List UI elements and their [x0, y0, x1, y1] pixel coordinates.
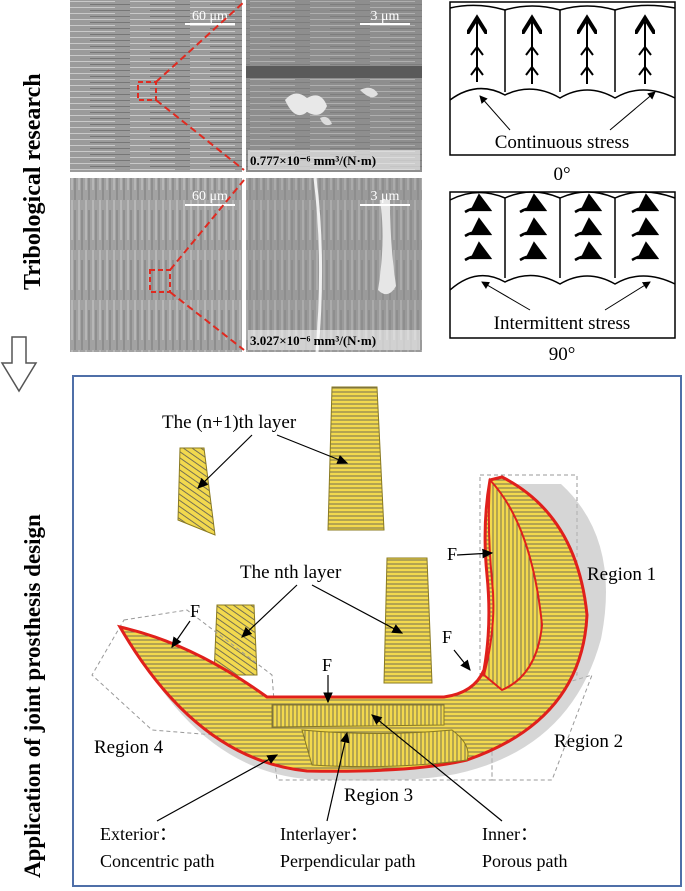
angle-0-label: 0° [553, 164, 570, 185]
exterior-path-desc: Concentric path [100, 851, 214, 871]
down-arrow-icon [0, 336, 38, 393]
region-3-label: Region 3 [344, 785, 413, 806]
interlayer-path-name: Interlayer： [280, 824, 368, 844]
continuous-stress-label: Continuous stress [495, 132, 630, 153]
inner-path-name: Inner： [482, 824, 538, 844]
intermittent-stress-label: Intermittent stress [494, 313, 631, 334]
micrograph-panel: 60 μm 3 μm 60 μm 3 μm 0.777×10⁻⁶ mm³/(N·… [70, 0, 422, 352]
wear-rate-label: 0.777×10⁻⁶ mm³/(N·m) [250, 153, 376, 168]
joint-prosthesis-design-label: Application of joint prosthesis design [20, 514, 45, 878]
intermittent-stress-diagram: Intermittent stress [449, 191, 676, 339]
scale-label: 60 μm [192, 189, 228, 204]
prosthesis-design-panel: The (n+1)th layer The nth layer F F F F … [72, 375, 682, 887]
stress-diagrams: Continuous stress 0° Intermittent stress… [449, 1, 676, 365]
region-1-label: Region 1 [587, 564, 656, 585]
layer-n-label: The nth layer [240, 562, 342, 583]
force-label: F [322, 655, 332, 675]
region-4-label: Region 4 [94, 737, 164, 758]
force-label: F [442, 627, 452, 647]
force-label: F [447, 544, 457, 564]
layer-n-plus-1-label: The (n+1)th layer [162, 412, 297, 433]
scale-label: 60 μm [192, 9, 228, 24]
force-label: F [190, 601, 200, 621]
continuous-stress-diagram: Continuous stress [449, 1, 676, 156]
exterior-path-name: Exterior： [100, 824, 177, 844]
scale-label: 3 μm [371, 189, 400, 204]
scale-label: 3 μm [371, 9, 400, 24]
region-2-label: Region 2 [554, 731, 623, 752]
interlayer-path-desc: Perpendicular path [280, 851, 415, 871]
angle-90-label: 90° [549, 344, 576, 365]
wear-rate-label: 3.027×10⁻⁶ mm³/(N·m) [250, 333, 376, 348]
tribological-research-label: Tribological research [20, 73, 46, 290]
inner-path-desc: Porous path [482, 851, 568, 871]
